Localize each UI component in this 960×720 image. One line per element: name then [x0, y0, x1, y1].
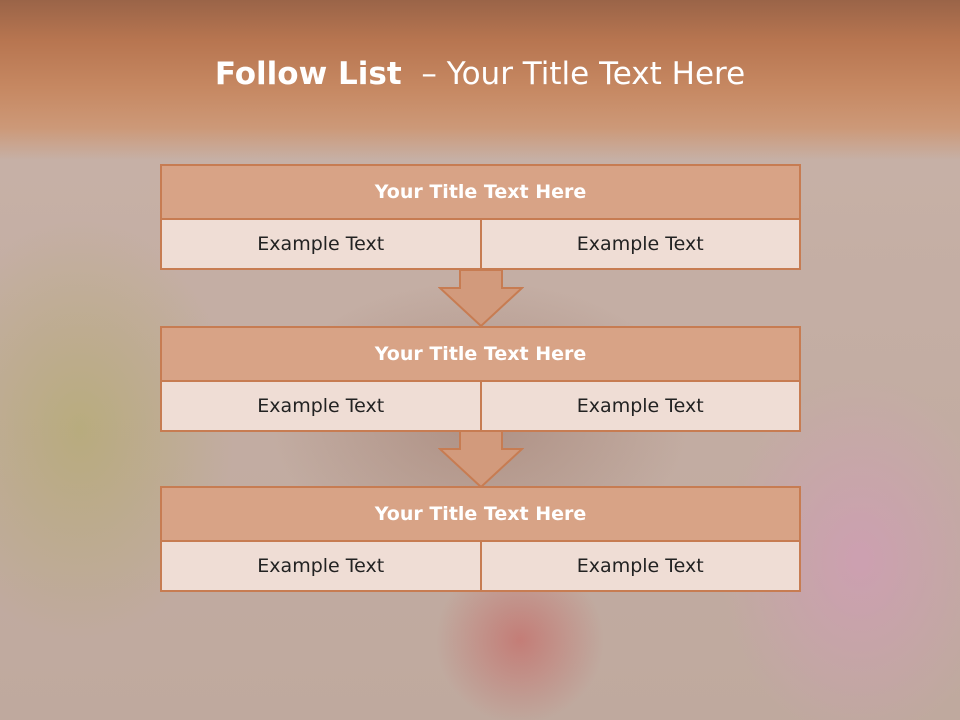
block-title: Your Title Text Here [160, 164, 801, 220]
block-row: Example Text Example Text [160, 382, 801, 432]
block-cell-left: Example Text [160, 382, 482, 432]
block-cell-left: Example Text [160, 542, 482, 592]
block-title: Your Title Text Here [160, 326, 801, 382]
block-cell-right: Example Text [481, 542, 801, 592]
down-arrow-icon [438, 431, 524, 489]
block-cell-left: Example Text [160, 220, 482, 270]
list-block-3: Your Title Text Here Example Text Exampl… [160, 486, 801, 592]
block-row: Example Text Example Text [160, 542, 801, 592]
block-row: Example Text Example Text [160, 220, 801, 270]
block-title: Your Title Text Here [160, 486, 801, 542]
slide-title-bold: Follow List [214, 56, 402, 92]
block-cell-right: Example Text [481, 220, 801, 270]
down-arrow-icon [438, 270, 524, 328]
slide-title-rest: – Your Title Text Here [421, 56, 746, 92]
list-block-2: Your Title Text Here Example Text Exampl… [160, 326, 801, 432]
list-block-1: Your Title Text Here Example Text Exampl… [160, 164, 801, 270]
block-cell-right: Example Text [481, 382, 801, 432]
slide-title: Follow List – Your Title Text Here [0, 56, 960, 92]
header-band [0, 0, 960, 160]
